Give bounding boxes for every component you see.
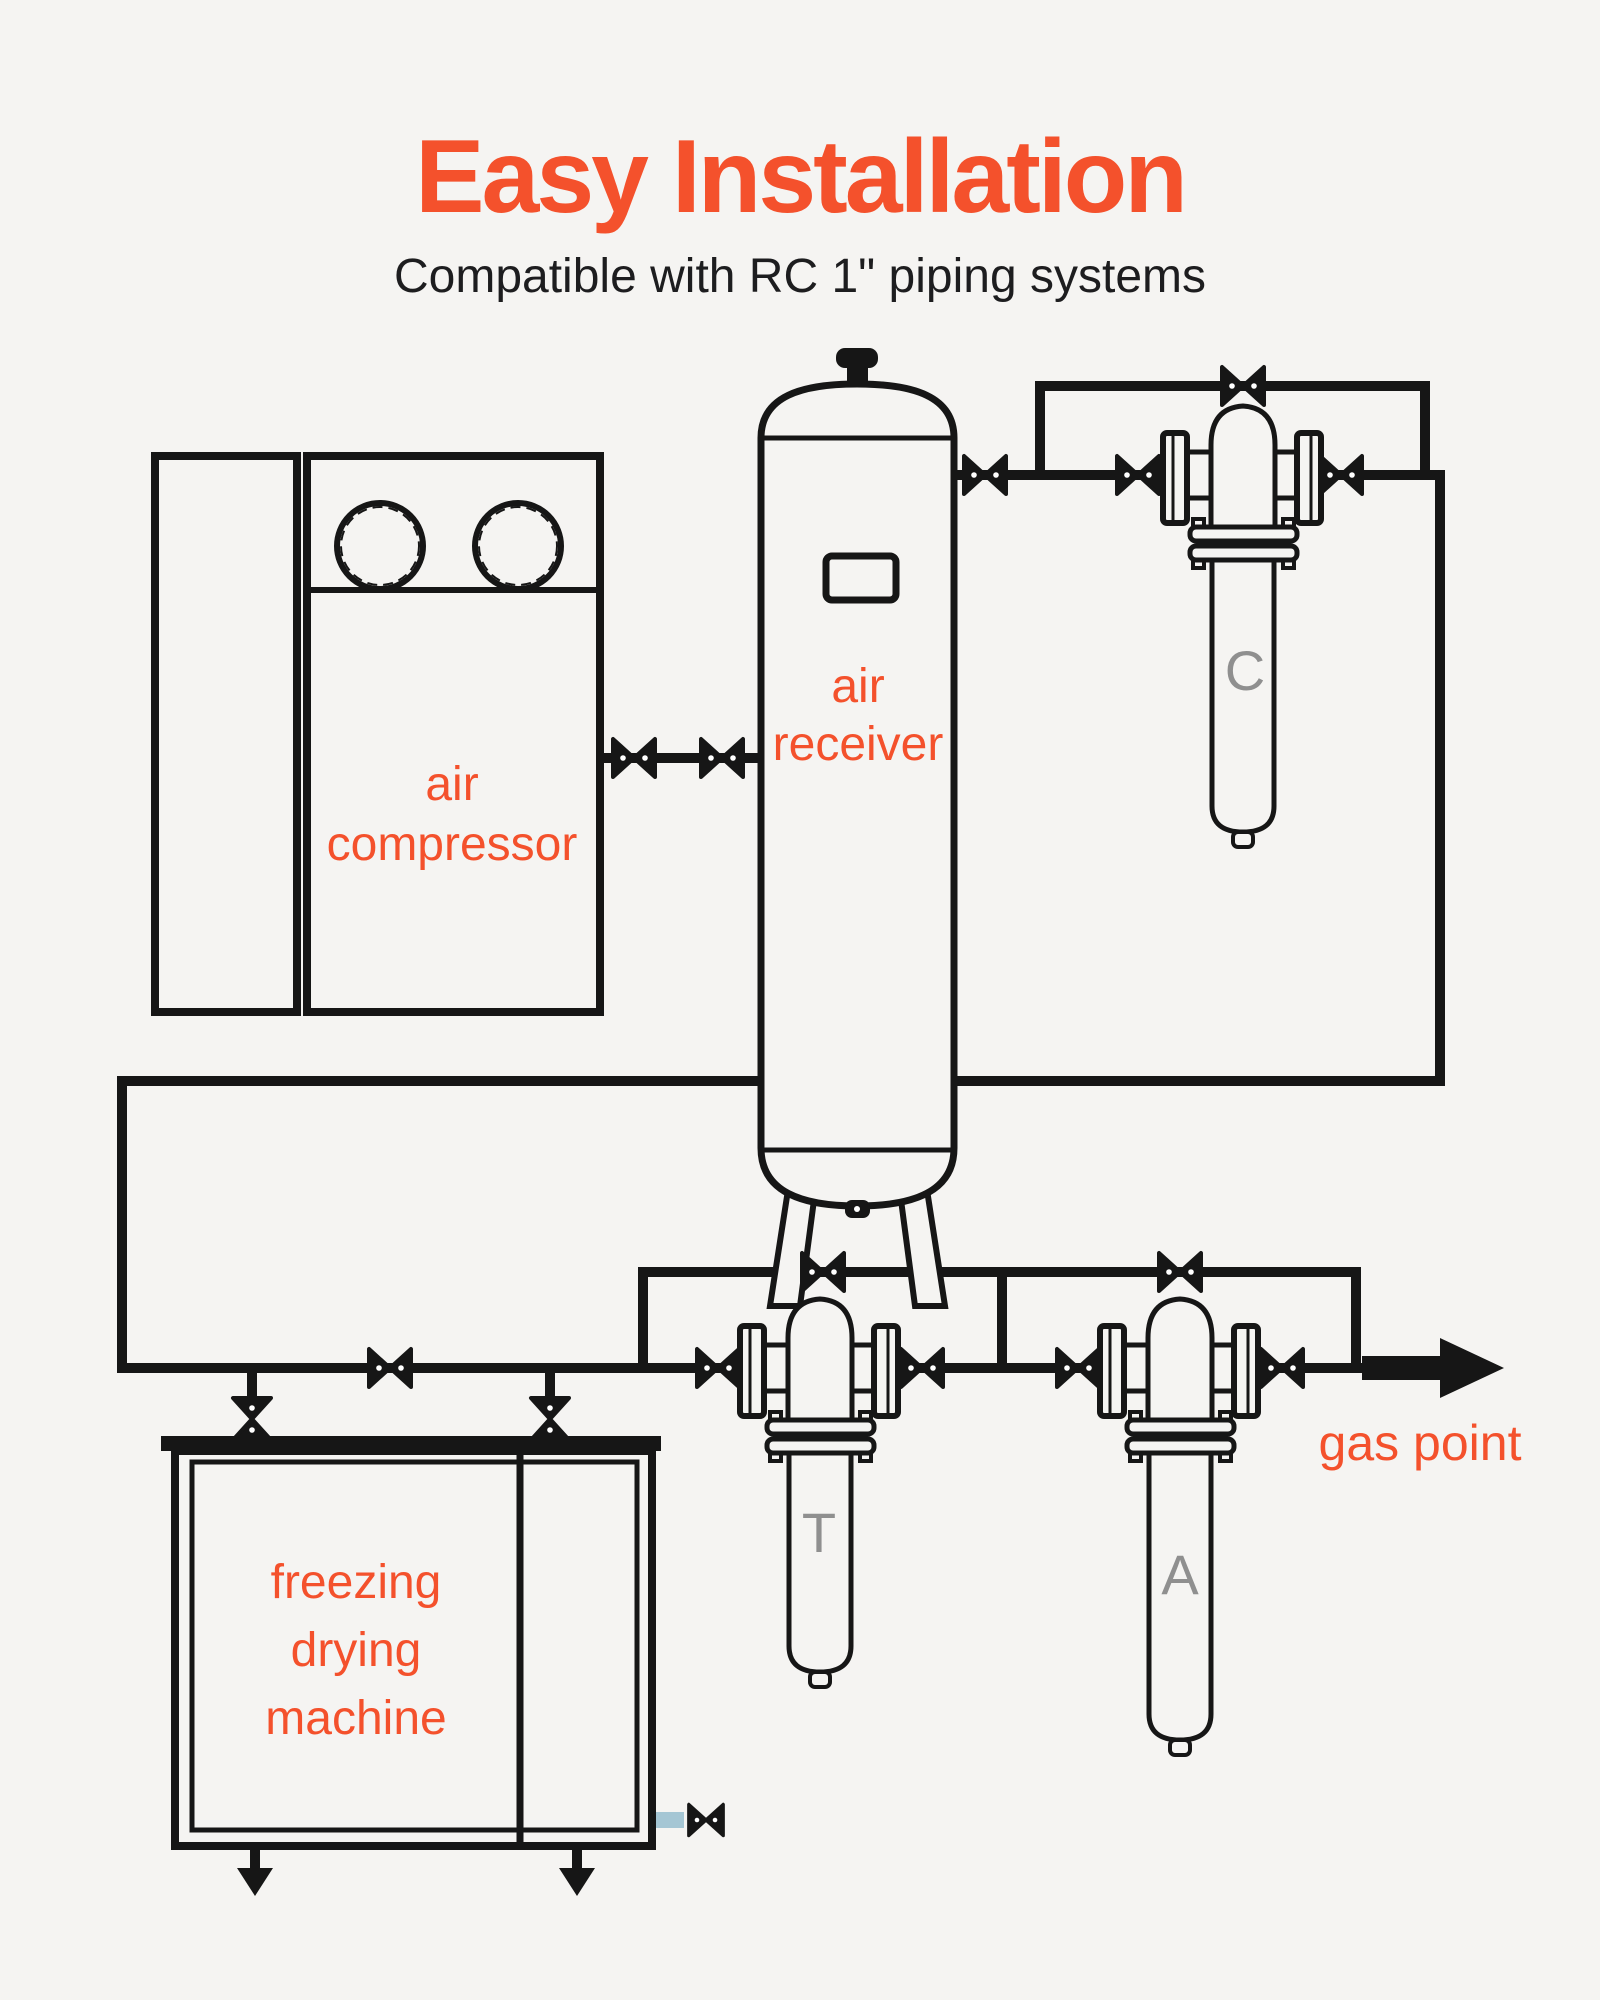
gas-point-label: gas point: [1319, 1415, 1522, 1471]
filter-t-flange-right: [871, 1323, 901, 1419]
filter-t-drain-stub: [808, 1670, 832, 1689]
filter-t-collar-bottom: [764, 1436, 877, 1456]
compressor-fan-left: [334, 500, 426, 592]
page-subtitle: Compatible with RC 1" piping systems: [394, 250, 1206, 303]
compressor-fan-left-detail: [340, 506, 420, 586]
filter-a-head: [1145, 1296, 1215, 1436]
gas-arrow-stem: [1362, 1356, 1442, 1380]
filter-t-letter: T: [802, 1501, 836, 1564]
dryer-condensate-arrow-right: [559, 1868, 595, 1896]
dryer-cabinet-inner: [189, 1459, 640, 1833]
filter-t-collar-top: [764, 1417, 877, 1437]
compressor-cabinet-left: [151, 452, 301, 1016]
air-compressor: air compressor: [151, 452, 604, 1016]
filter-a-flange-left: [1097, 1323, 1127, 1419]
air-receiver: air receiver: [757, 348, 958, 1309]
filter-t-flange-left: [737, 1323, 767, 1419]
dryer-label-line2: drying: [291, 1624, 422, 1677]
gas-point-arrow: [1362, 1338, 1504, 1398]
filter-a-flange-right: [1231, 1323, 1261, 1419]
filter-a-collar-top: [1124, 1417, 1237, 1437]
filter-a-drain-stub: [1168, 1738, 1192, 1757]
dryer-condensate-arrow-left: [237, 1868, 273, 1896]
filter-c: C: [1160, 403, 1324, 849]
filter-c-flange-right: [1294, 430, 1324, 526]
filter-c-head: [1208, 403, 1278, 543]
freezing-drying-machine: freezing drying machine: [161, 1436, 684, 1896]
filter-t-head: [785, 1296, 855, 1436]
filter-c-drain-stub: [1231, 830, 1255, 849]
receiver-tank-body: [757, 380, 958, 1210]
compressor-fan-right: [472, 500, 564, 592]
dryer-label-line1: freezing: [271, 1556, 442, 1609]
filter-a-collar-bottom: [1124, 1436, 1237, 1456]
filter-c-collar-bottom: [1187, 543, 1300, 563]
air-compressor-label-line2: compressor: [327, 818, 578, 871]
dryer-label-line3: machine: [265, 1692, 446, 1745]
receiver-nameplate: [822, 552, 900, 604]
filter-c-flange-left: [1160, 430, 1190, 526]
filter-c-collar-top: [1187, 524, 1300, 544]
filter-c-letter: C: [1225, 639, 1265, 702]
air-receiver-label-line2: receiver: [773, 718, 944, 771]
gas-arrow-head: [1440, 1338, 1504, 1398]
receiver-drain-dot: [854, 1206, 860, 1212]
air-receiver-label-line1: air: [831, 660, 884, 713]
filter-a-letter: A: [1161, 1543, 1199, 1606]
dryer-cabinet-outer: [171, 1447, 656, 1850]
dryer-drain-fitting: [652, 1812, 684, 1828]
page-title: Easy Installation: [415, 119, 1185, 235]
air-compressor-label-line1: air: [425, 758, 478, 811]
compressor-cabinet-right: [303, 452, 604, 1016]
filter-t: T: [737, 1296, 901, 1689]
compressor-fan-right-detail: [478, 506, 558, 586]
